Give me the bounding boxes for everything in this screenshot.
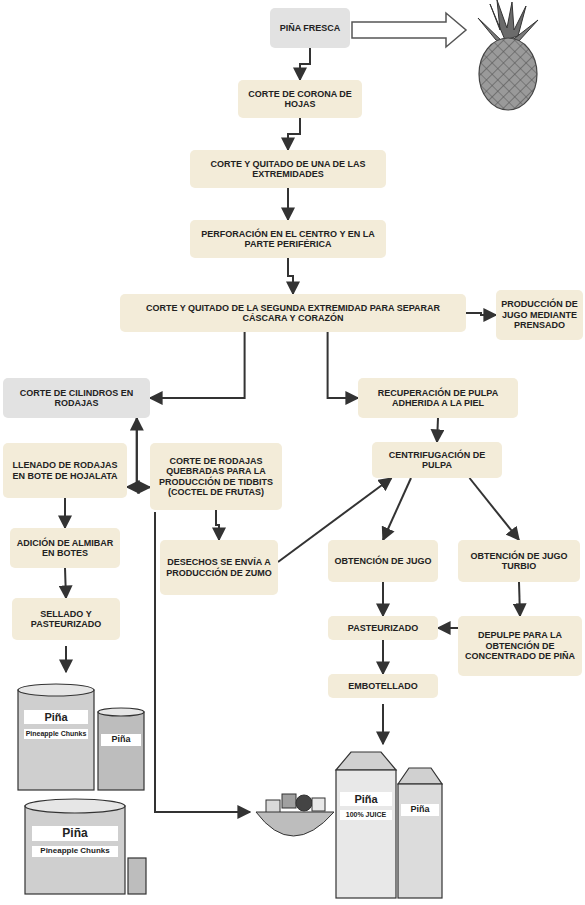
flow-arrow	[127, 418, 137, 487]
block-arrow	[352, 13, 466, 47]
flow-arrow	[288, 258, 293, 294]
process-box: CORTE Y QUITADO DE LA SEGUNDA EXTREMIDAD…	[120, 294, 466, 332]
process-box: PERFORACIÓN EN EL CENTRO Y EN LA PARTE P…	[190, 220, 386, 258]
package-label: Pineapple Chunks	[24, 729, 88, 739]
package-label: Piña	[401, 804, 439, 816]
flow-arrow	[519, 582, 520, 616]
pineapple-illustration	[478, 0, 538, 110]
flow-arrow	[466, 313, 496, 315]
process-box: CENTRIFUGACIÓN DE PULPA	[372, 442, 502, 478]
process-box: PASTEURIZADO	[328, 616, 438, 640]
box-text: OBTENCIÓN DE JUGO TURBIO	[462, 551, 576, 572]
box-text: PRODUCCIÓN DE JUGO MEDIANTE PRENSADO	[500, 299, 579, 330]
box-text: SELLADO Y PASTEURIZADO	[16, 609, 116, 630]
box-text: EMBOTELLADO	[348, 681, 418, 691]
flow-arrow	[150, 332, 245, 398]
flow-arrow	[287, 188, 289, 220]
package-label: Piña	[24, 710, 88, 724]
process-box: SELLADO Y PASTEURIZADO	[12, 598, 120, 640]
product-arrow	[65, 646, 67, 672]
flow-arrow	[137, 418, 150, 487]
package-label: Piña	[32, 826, 118, 841]
process-box: LLENADO DE RODAJAS EN BOTE DE HOJALATA	[3, 443, 127, 498]
box-text: DESECHOS SE ENVÍA A PRODUCCIÓN DE ZUMO	[164, 557, 274, 578]
box-text: CENTRIFUGACIÓN DE PULPA	[376, 450, 498, 471]
box-text: CORTE Y QUITADO DE LA SEGUNDA EXTREMIDAD…	[124, 303, 462, 324]
product-arrow	[382, 704, 384, 744]
process-box: RECUPERACIÓN DE PULPA ADHERIDA A LA PIEL	[358, 378, 518, 418]
carton-illustration	[336, 752, 442, 898]
process-box: DESECHOS SE ENVÍA A PRODUCCIÓN DE ZUMO	[160, 540, 278, 595]
process-box: DEPULPE PARA LA OBTENCIÓN DE CONCENTRADO…	[458, 616, 582, 676]
box-text: PERFORACIÓN EN EL CENTRO Y EN LA PARTE P…	[194, 229, 382, 250]
box-text: LLENADO DE RODAJAS EN BOTE DE HOJALATA	[7, 460, 123, 481]
box-text: CORTE Y QUITADO DE UNA DE LAS EXTREMIDAD…	[194, 159, 382, 180]
flow-arrow	[382, 640, 384, 674]
flow-arrow	[383, 478, 411, 540]
fruit-bowl-illustration	[256, 794, 334, 836]
box-text: CORTE DE RODAJAS QUEBRADAS PARA LA PRODU…	[154, 456, 278, 497]
box-text: OBTENCIÓN DE JUGO	[334, 556, 431, 566]
process-box: PRODUCCIÓN DE JUGO MEDIANTE PRENSADO	[496, 290, 583, 340]
package-label: Piña	[101, 734, 141, 746]
process-box: ADICIÓN DE ALMIBAR EN BOTES	[10, 528, 120, 568]
flow-arrow	[65, 568, 66, 598]
process-box: OBTENCIÓN DE JUGO	[328, 540, 438, 582]
box-text: CORTE DE CORONA DE HOJAS	[242, 89, 358, 110]
flow-arrow	[300, 48, 310, 80]
flow-arrow	[328, 332, 358, 398]
process-box: CORTE DE CORONA DE HOJAS	[238, 80, 362, 118]
box-text: PIÑA FRESCA	[280, 23, 341, 33]
flow-arrow	[438, 627, 458, 629]
process-box: PIÑA FRESCA	[270, 8, 350, 48]
package-label: Pineapple Chunks	[32, 846, 118, 857]
flow-arrow	[64, 498, 66, 528]
process-box: CORTE DE CILINDROS EN RODAJAS	[3, 378, 150, 418]
process-box: OBTENCIÓN DE JUGO TURBIO	[458, 540, 580, 582]
process-box: EMBOTELLADO	[328, 674, 438, 698]
box-text: CORTE DE CILINDROS EN RODAJAS	[7, 388, 146, 409]
package-label: Piña	[340, 792, 392, 806]
box-text: ADICIÓN DE ALMIBAR EN BOTES	[14, 538, 116, 559]
box-text: DEPULPE PARA LA OBTENCIÓN DE CONCENTRADO…	[462, 630, 578, 661]
flow-arrow	[470, 478, 520, 540]
package-label: 100% JUICE	[340, 810, 392, 820]
can-illustration	[18, 684, 146, 894]
box-text: PASTEURIZADO	[348, 623, 418, 633]
flow-arrow	[288, 118, 300, 150]
flow-arrow	[437, 418, 438, 442]
flow-arrow	[382, 582, 384, 616]
process-box: CORTE Y QUITADO DE UNA DE LAS EXTREMIDAD…	[190, 150, 386, 188]
process-box: CORTE DE RODAJAS QUEBRADAS PARA LA PRODU…	[150, 443, 282, 510]
flow-arrow	[216, 510, 219, 540]
box-text: RECUPERACIÓN DE PULPA ADHERIDA A LA PIEL	[362, 388, 514, 409]
